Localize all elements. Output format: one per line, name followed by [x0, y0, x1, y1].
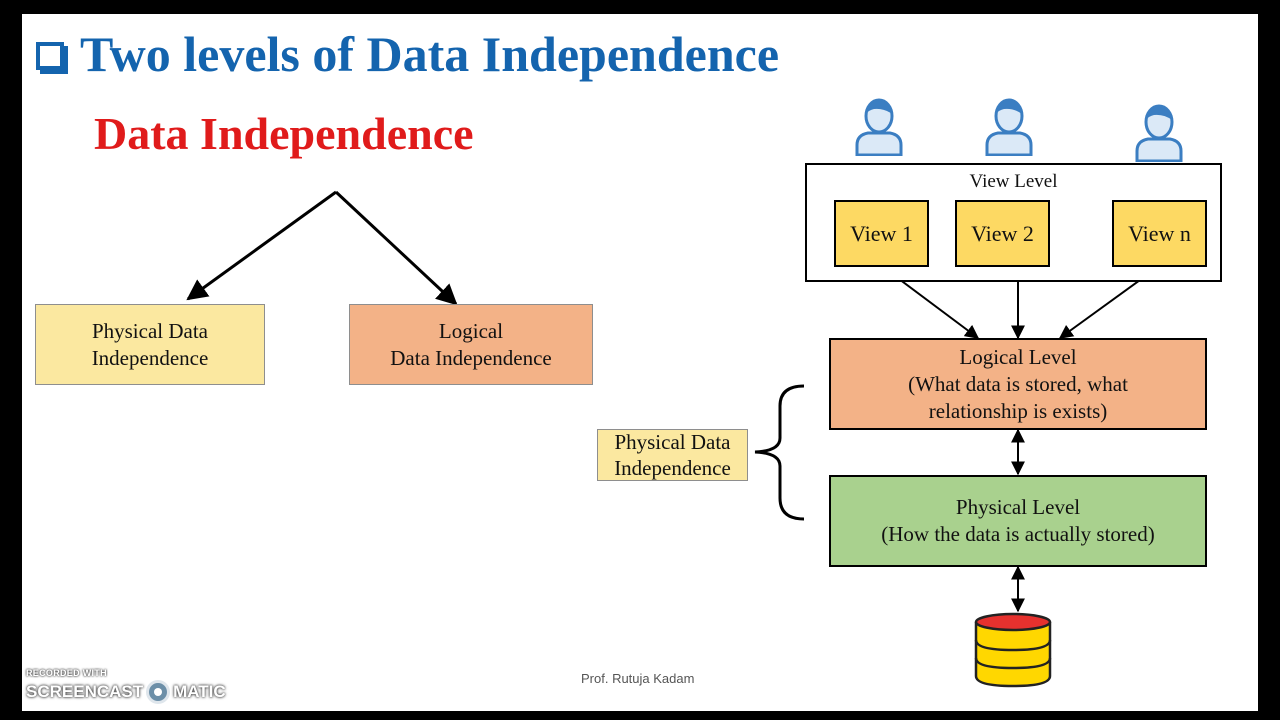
database-icon — [974, 612, 1052, 688]
view-level-label: View Level — [969, 171, 1058, 192]
screencast-watermark: RECORDED WITH SCREENCAST MATIC — [26, 668, 226, 704]
physical-data-independence-box: Physical Data Independence — [35, 304, 265, 385]
slide: Two levels of Data Independence Data Ind… — [22, 14, 1258, 711]
slide-title: Two levels of Data Independence — [80, 26, 780, 82]
tree-branch-right — [334, 190, 458, 306]
tree-branch-left — [186, 190, 337, 301]
view-2-box: View 2 — [955, 200, 1050, 267]
heading-row: Two levels of Data Independence — [36, 24, 779, 84]
view-n-box: View n — [1112, 200, 1207, 267]
physical-data-independence-label: Physical Data Independence — [597, 429, 748, 481]
footer-author: Prof. Rutuja Kadam — [581, 671, 695, 686]
screencast-logo-icon — [146, 680, 171, 704]
watermark-line1: RECORDED WITH — [26, 668, 107, 678]
watermark-right: MATIC — [173, 682, 226, 701]
logical-data-independence-box: Logical Data Independence — [349, 304, 593, 385]
logical-level-box: Logical Level (What data is stored, what… — [829, 338, 1207, 430]
user-icon — [985, 98, 1033, 156]
diagram-subtitle: Data Independence — [94, 108, 474, 159]
curly-brace — [754, 384, 805, 521]
user-icon — [855, 98, 903, 156]
physical-level-box: Physical Level (How the data is actually… — [829, 475, 1207, 567]
checkbox-bullet-icon — [36, 42, 64, 70]
watermark-left: SCREENCAST — [26, 682, 144, 701]
user-icon — [1135, 104, 1183, 162]
view-1-box: View 1 — [834, 200, 929, 267]
